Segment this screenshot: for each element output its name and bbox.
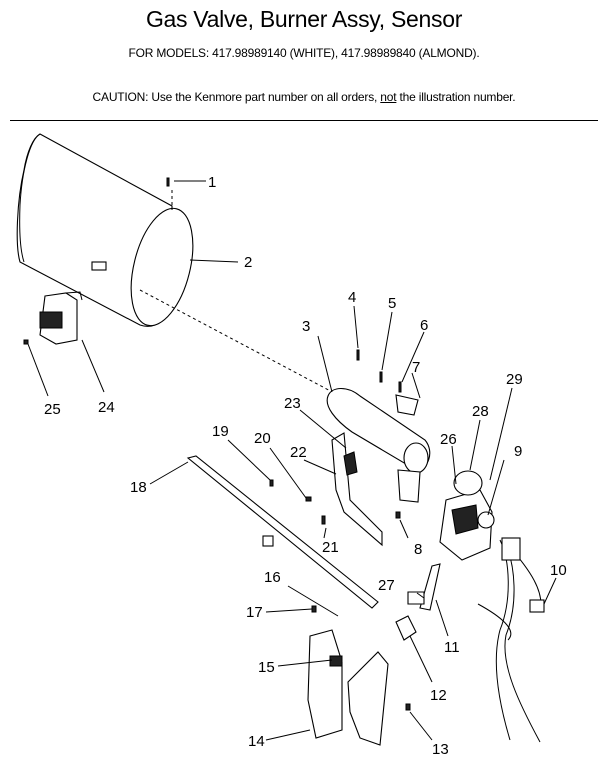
diagram-title: Gas Valve, Burner Assy, Sensor	[145, 6, 463, 32]
callout-17: 17	[246, 604, 263, 621]
flame-sensor-part	[39, 291, 83, 345]
caution-prefix: CAUTION: Use the Kenmore part number on …	[92, 90, 381, 104]
callout-3: 3	[302, 318, 310, 335]
burner-tube-part	[16, 133, 194, 327]
screw-parts	[23, 177, 411, 711]
callout-10: 10	[550, 562, 567, 579]
valve-sensor-part	[407, 563, 441, 611]
callout-11: 11	[444, 639, 460, 656]
callout-14: 14	[248, 733, 265, 750]
callout-26: 26	[440, 431, 457, 448]
caution-underlined: not	[380, 90, 397, 104]
leader-lines	[27, 180, 557, 741]
callout-28: 28	[472, 403, 489, 420]
callout-20: 20	[254, 430, 271, 447]
wire-harness-part	[477, 537, 545, 743]
callout-4: 4	[348, 289, 356, 306]
coil-part	[395, 615, 417, 641]
callout-6: 6	[420, 317, 428, 334]
callout-9: 9	[514, 443, 522, 460]
callout-18: 18	[130, 479, 147, 496]
callout-7: 7	[412, 359, 420, 376]
callout-2: 2	[244, 254, 252, 271]
callout-16: 16	[264, 569, 281, 586]
callout-19: 19	[212, 423, 229, 440]
callout-21: 21	[322, 539, 339, 556]
callout-12: 12	[430, 687, 447, 704]
caution-suffix: the illustration number.	[396, 90, 516, 104]
support-rod-part	[186, 455, 379, 609]
callout-8: 8	[414, 541, 422, 558]
callout-numbers: 1 2 3 4 5 6 7 8 9 10 11 12 13 14 15 16 1…	[44, 174, 567, 758]
callout-5: 5	[388, 295, 396, 312]
caution-line: CAUTION: Use the Kenmore part number on …	[0, 90, 608, 104]
callout-13: 13	[432, 741, 449, 758]
callout-25: 25	[44, 401, 61, 418]
callout-23: 23	[284, 395, 301, 412]
header-divider	[10, 120, 598, 121]
igniter-part	[331, 432, 383, 547]
callout-1: 1	[208, 174, 216, 191]
mounting-bracket-part	[307, 629, 389, 746]
models-line: FOR MODELS: 417.98989140 (WHITE), 417.98…	[128, 46, 480, 60]
callout-27: 27	[378, 577, 395, 594]
callout-24: 24	[98, 399, 115, 416]
callout-29: 29	[506, 371, 523, 388]
burner-assembly-part	[326, 387, 431, 503]
callout-22: 22	[290, 444, 307, 461]
gas-valve-part	[439, 470, 495, 561]
callout-15: 15	[258, 659, 275, 676]
